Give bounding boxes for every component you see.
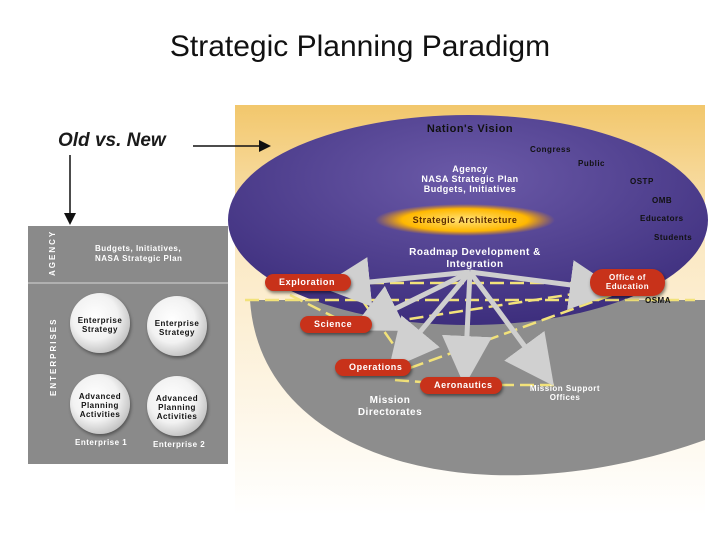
ostp-label: OSTP bbox=[630, 177, 654, 186]
operations-bar: Operations bbox=[335, 359, 411, 376]
mission-directorates-label: Mission Directorates bbox=[345, 395, 435, 419]
mission-directorates-line-2: Directorates bbox=[357, 407, 423, 418]
exploration-bar: Exploration bbox=[265, 274, 351, 291]
agency-plan-block: Agency NASA Strategic Plan Budgets, Init… bbox=[390, 164, 550, 194]
disc-1-line-2: Strategy bbox=[81, 325, 118, 334]
mission-support-line-1: Mission Support bbox=[529, 384, 601, 393]
disc-4-line-3: Activities bbox=[156, 412, 198, 421]
students-label: Students bbox=[654, 233, 693, 242]
mission-support-label: Mission Support Offices bbox=[520, 384, 610, 402]
old-agency-line-2: NASA Strategic Plan bbox=[95, 254, 183, 263]
nations-vision-label: Nation's Vision bbox=[426, 123, 514, 135]
disc-1-line-1: Enterprise bbox=[77, 316, 123, 325]
office-of-education-line-1: Office of bbox=[609, 273, 646, 282]
advanced-planning-disc-1: Advanced Planning Activities bbox=[70, 374, 130, 434]
congress-label: Congress bbox=[530, 145, 571, 154]
agency-line-1: Agency bbox=[452, 164, 488, 174]
agency-line-3: Budgets, Initiatives bbox=[423, 184, 517, 194]
disc-4-line-2: Planning bbox=[158, 403, 196, 412]
omb-label: OMB bbox=[652, 196, 673, 205]
educators-label: Educators bbox=[640, 214, 684, 223]
enterprise-strategy-disc-1: Enterprise Strategy bbox=[70, 293, 130, 353]
old-agency-text: Budgets, Initiatives, NASA Strategic Pla… bbox=[95, 244, 182, 264]
enterprises-vertical-label: ENTERPRISES bbox=[49, 317, 58, 396]
office-of-education-bar: Office of Education bbox=[590, 269, 665, 296]
roadmap-line-2: Integration bbox=[446, 259, 504, 270]
aeronautics-bar: Aeronautics bbox=[420, 377, 502, 394]
disc-4-line-1: Advanced bbox=[155, 394, 199, 403]
strategic-glow bbox=[375, 204, 555, 236]
enterprise-2-label: Enterprise 2 bbox=[153, 440, 206, 449]
disc-3-line-1: Advanced bbox=[78, 392, 122, 401]
enterprise-1-label: Enterprise 1 bbox=[75, 438, 128, 447]
roadmap-line-1: Roadmap Development & bbox=[409, 247, 541, 258]
roadmap-label: Roadmap Development & Integration bbox=[380, 247, 570, 271]
page-title: Strategic Planning Paradigm bbox=[169, 30, 551, 63]
disc-2-line-2: Strategy bbox=[158, 328, 195, 337]
science-bar: Science bbox=[300, 316, 372, 333]
advanced-planning-disc-2: Advanced Planning Activities bbox=[147, 376, 207, 436]
disc-3-line-2: Planning bbox=[81, 401, 119, 410]
disc-2-line-1: Enterprise bbox=[154, 319, 200, 328]
public-label: Public bbox=[578, 159, 606, 168]
osma-label: OSMA bbox=[645, 296, 671, 305]
roadmap-arrows bbox=[320, 257, 620, 387]
office-of-education-line-2: Education bbox=[605, 282, 650, 291]
old-agency-line-1: Budgets, Initiatives, bbox=[95, 244, 182, 253]
mission-support-line-2: Offices bbox=[549, 393, 581, 402]
agency-line-2: NASA Strategic Plan bbox=[421, 174, 519, 184]
strategic-architecture-label: Strategic Architecture bbox=[412, 215, 518, 225]
agency-vertical-label: AGENCY bbox=[48, 229, 57, 276]
old-vs-new-label: Old vs. New bbox=[58, 130, 166, 151]
mission-directorates-line-1: Mission bbox=[369, 395, 411, 406]
enterprise-strategy-disc-2: Enterprise Strategy bbox=[147, 296, 207, 356]
disc-3-line-3: Activities bbox=[79, 410, 121, 419]
